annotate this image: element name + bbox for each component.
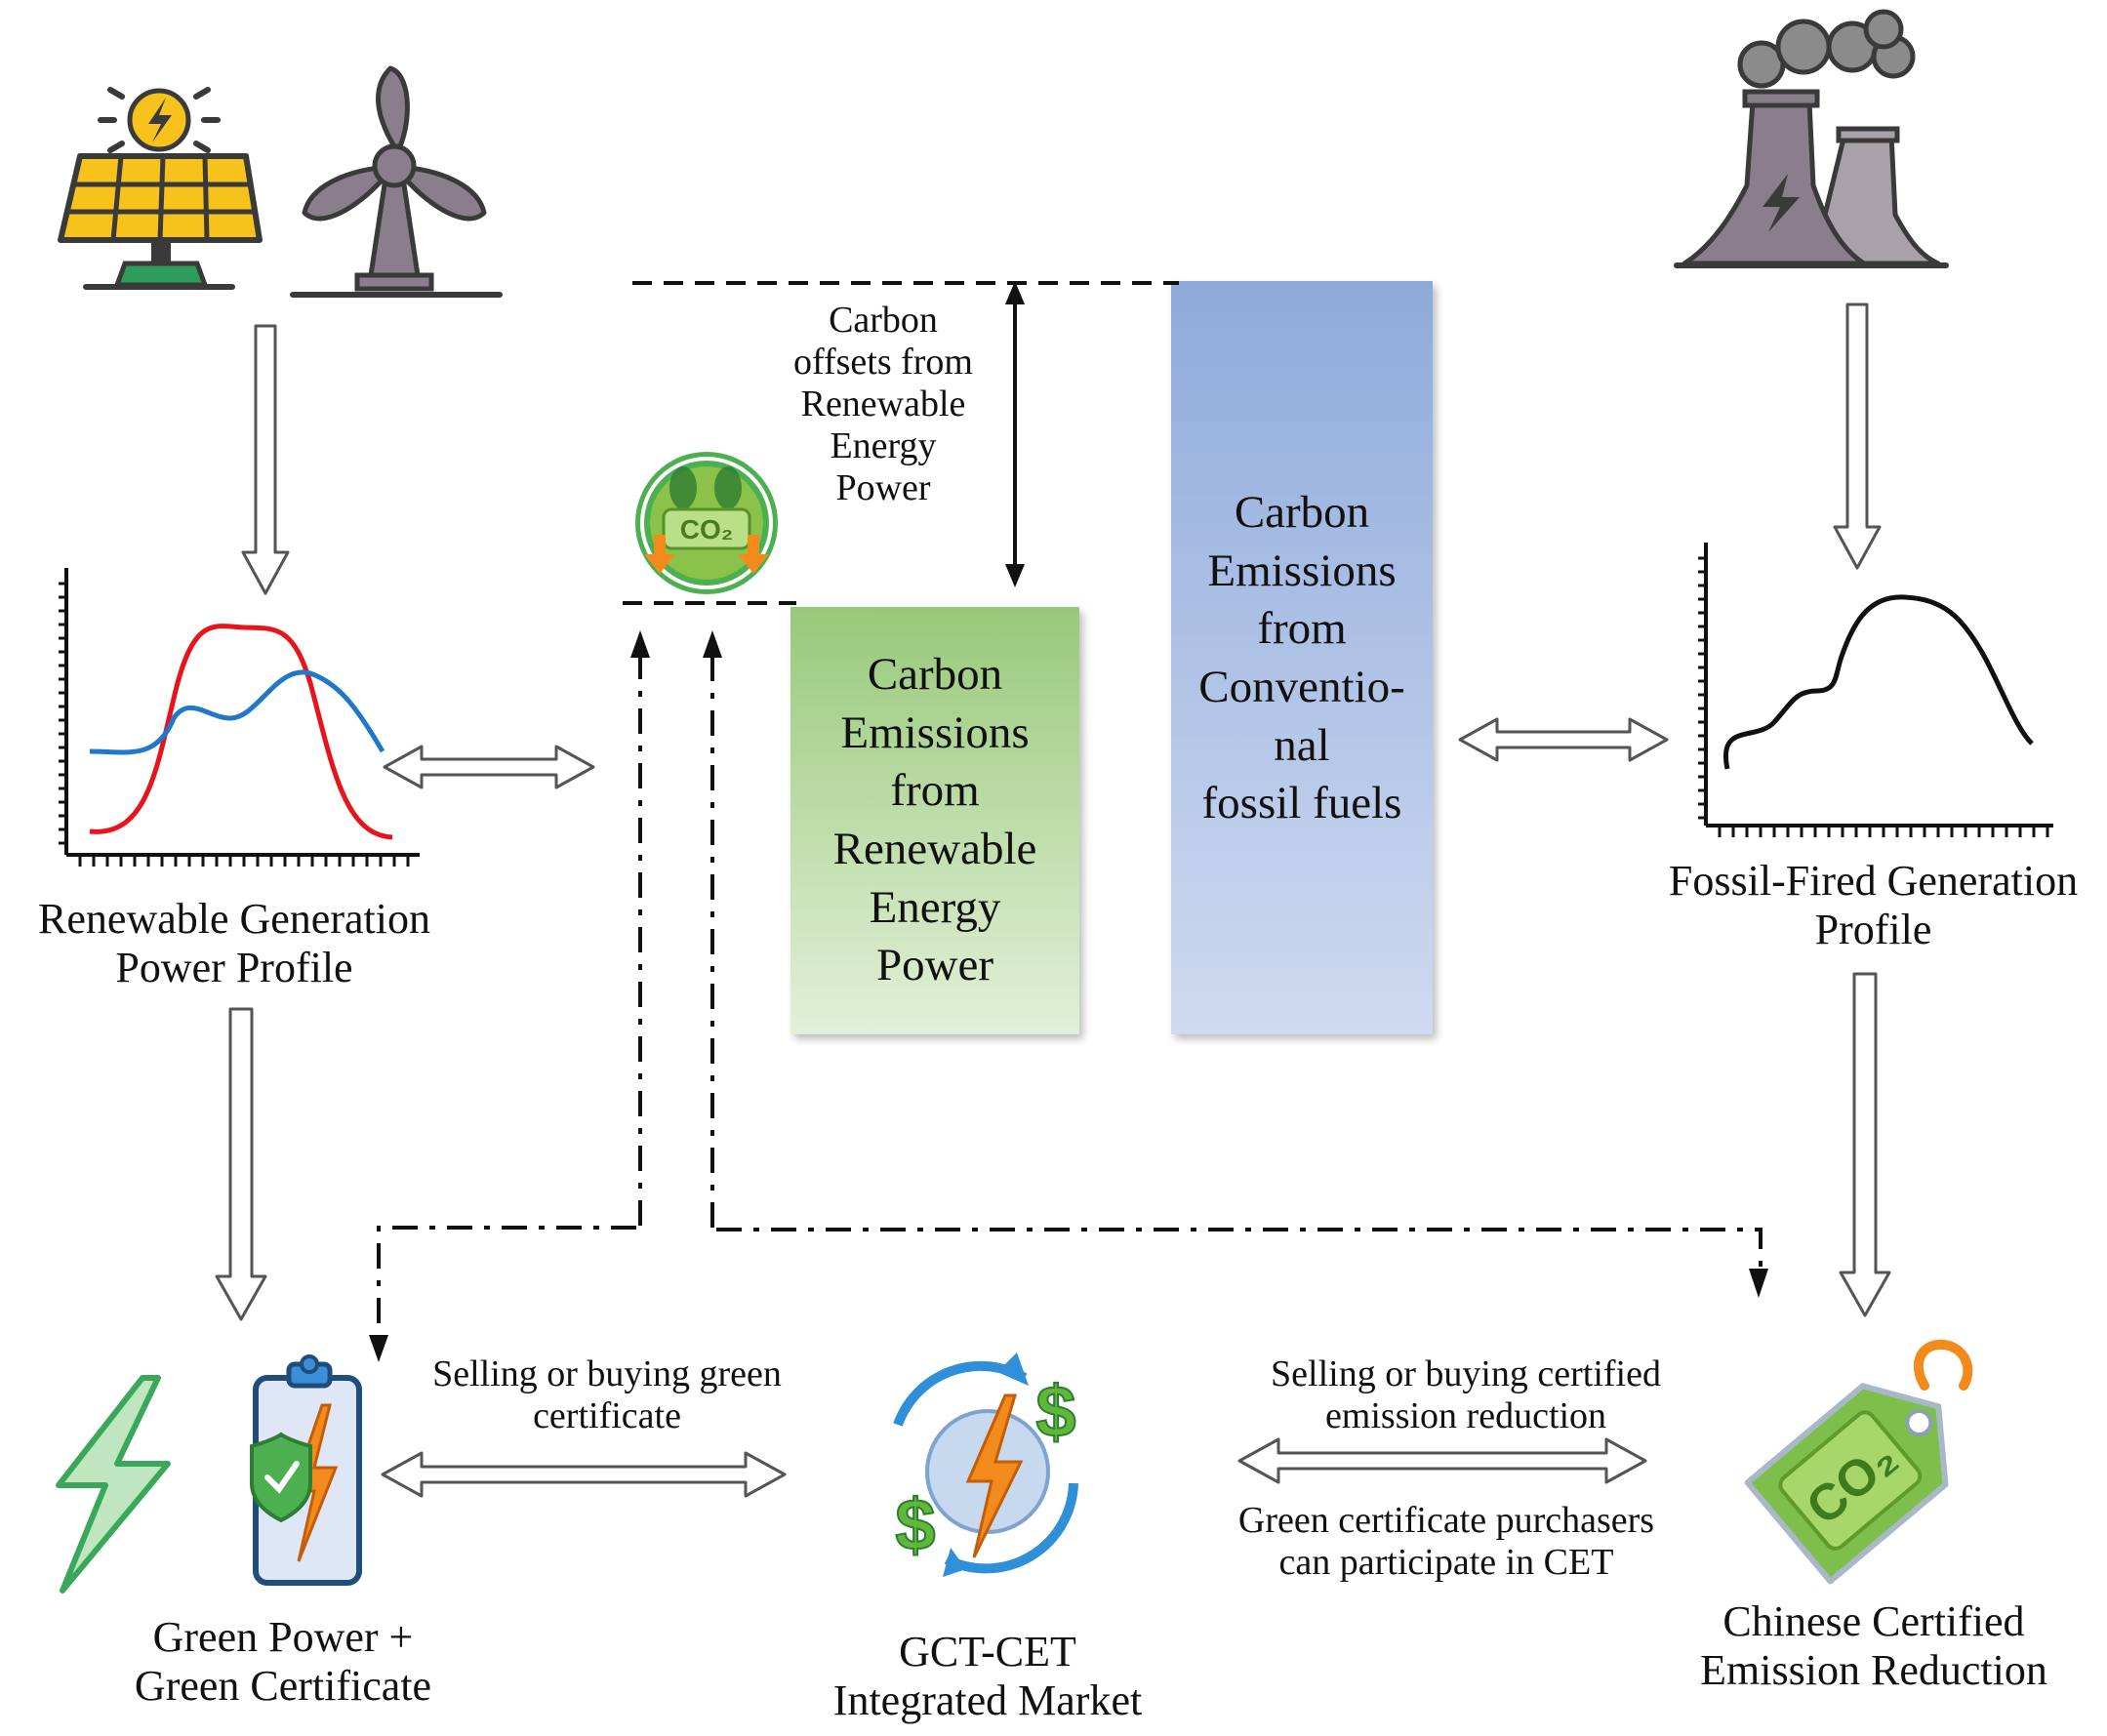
arrow-profile-to-greencert xyxy=(215,1007,267,1321)
renewable-output-curve xyxy=(89,624,393,840)
sell-green-label: Selling or buying green certificate xyxy=(432,1353,782,1436)
market-label: GCT-CET Integrated Market xyxy=(832,1628,1143,1724)
dollar-icon: $ xyxy=(1035,1371,1075,1452)
fossil-profile-label: Fossil-Fired Generation Profile xyxy=(1668,857,2079,953)
double-arrow-renewable xyxy=(383,745,595,789)
double-arrow-green-cert xyxy=(381,1451,787,1498)
green-cert-label: Green Power + Green Certificate xyxy=(134,1613,432,1710)
power-plant-icon xyxy=(1674,9,1949,268)
co2-tag-icon: CO₂ xyxy=(1744,1339,1973,1585)
offsets-label: Carbon offsets from Renewable Energy Pow… xyxy=(793,300,973,508)
wind-turbine-icon xyxy=(290,65,503,298)
green-certificate-icon xyxy=(250,1354,362,1586)
solar-panel-icon xyxy=(58,87,263,290)
dashdot-flow-lines xyxy=(377,649,1763,1339)
offset-reference-lines xyxy=(623,281,1179,605)
fossil-output-curve xyxy=(1722,594,2034,770)
fossil-box-label: Carbon Emissions from Conventio- nal fos… xyxy=(1198,487,1405,829)
load-curve xyxy=(89,669,385,755)
purchasers-label: Green certificate purchasers can partici… xyxy=(1237,1500,1655,1583)
green-lightning-icon xyxy=(56,1375,171,1594)
arrow-fossil-to-ccer xyxy=(1839,972,1891,1317)
dollar-icon: $ xyxy=(895,1484,935,1565)
renewable-emissions-box xyxy=(790,607,1079,1034)
co2-footprint-icon: CO₂ xyxy=(635,452,778,594)
co2-badge-text: CO₂ xyxy=(680,514,733,545)
double-arrow-ccer xyxy=(1237,1437,1647,1484)
double-arrow-fossil xyxy=(1458,717,1669,762)
renewable-profile-label: Renewable Generation Power Profile xyxy=(38,895,430,991)
arrow-plant-to-profile xyxy=(1833,303,1882,570)
ccer-label: Chinese Certified Emission Reduction xyxy=(1700,1597,2047,1694)
renewable-box-label: Carbon Emissions from Renewable Energy P… xyxy=(832,649,1037,991)
sell-ccer-label: Selling or buying certified emission red… xyxy=(1271,1353,1661,1436)
market-exchange-icon: $ $ xyxy=(893,1352,1078,1577)
flow-arrowheads xyxy=(369,630,1768,1362)
renewable-profile-chart xyxy=(59,568,420,867)
offset-gap-arrow xyxy=(1005,281,1025,587)
fossil-emissions-box xyxy=(1171,281,1433,1034)
arrow-solar-to-profile xyxy=(241,324,290,595)
fossil-profile-chart xyxy=(1698,543,2053,837)
